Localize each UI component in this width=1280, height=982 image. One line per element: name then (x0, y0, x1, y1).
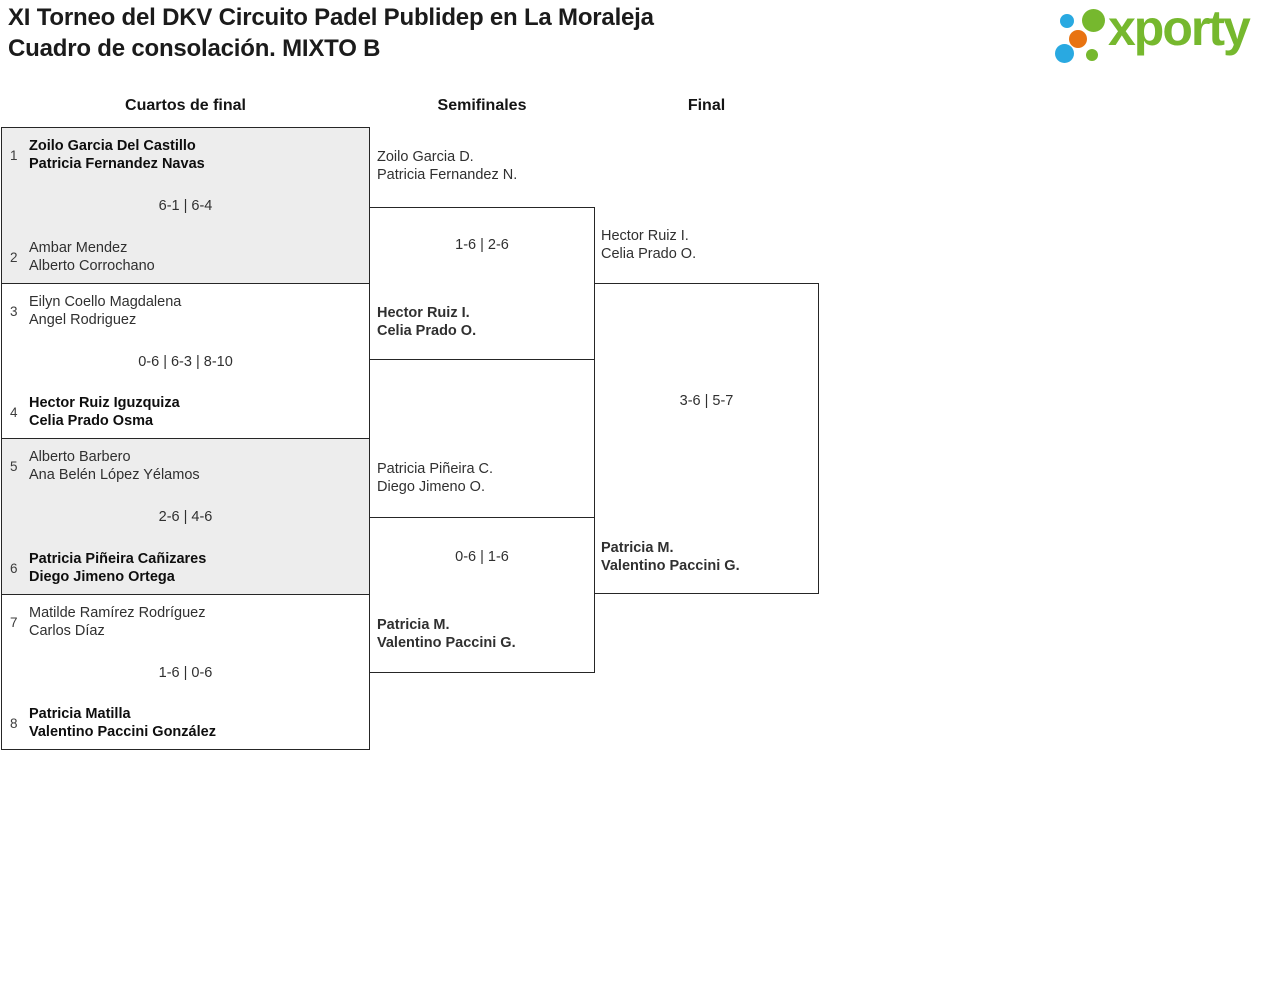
qf3-team-bottom: Patricia Piñeira Cañizares Diego Jimeno … (29, 550, 206, 586)
match-box-sf2 (369, 517, 595, 673)
sf1-score: 1-6 | 2-6 (455, 237, 509, 253)
player-name: Zoilo Garcia Del Castillo (29, 138, 196, 154)
final-team-bottom: Patricia M. Valentino Paccini G. (601, 539, 740, 575)
player-name: Patricia Fernandez N. (377, 167, 518, 183)
seed-number: 2 (10, 249, 18, 265)
round-header-semifinales: Semifinales (437, 97, 527, 114)
qf4-score: 1-6 | 0-6 (158, 664, 213, 681)
qf1-team-top: Zoilo Garcia Del Castillo Patricia Ferna… (29, 137, 205, 173)
qf3-team-top: Alberto Barbero Ana Belén López Yélamos (29, 448, 200, 484)
qf2-team-bottom-row: 4 Hector Ruiz Iguzquiza Celia Prado Osma (2, 394, 369, 430)
seed-number: 5 (10, 458, 18, 474)
sf1-team-top: Zoilo Garcia D. Patricia Fernandez N. (377, 148, 517, 184)
player-name: Celia Prado O. (377, 323, 477, 339)
match-box-qf1: 1 Zoilo Garcia Del Castillo Patricia Fer… (1, 127, 370, 284)
qf1-team-bottom: Ambar Mendez Alberto Corrochano (29, 239, 155, 275)
qf1-score: 6-1 | 6-4 (158, 198, 213, 214)
qf4-team-top: Matilde Ramírez Rodríguez Carlos Díaz (29, 604, 206, 640)
page-title: XI Torneo del DKV Circuito Padel Publide… (8, 2, 654, 64)
logo-dot-orange-icon (1069, 30, 1087, 48)
player-name: Patricia Piñeira C. (377, 461, 494, 477)
sf1-team-bottom: Hector Ruiz I. Celia Prado O. (377, 304, 476, 340)
qf2-score: 0-6 | 6-3 | 8-10 (138, 353, 233, 370)
player-name: Hector Ruiz Iguzquiza (29, 395, 180, 411)
player-name: Ana Belén López Yélamos (29, 467, 200, 483)
match-box-qf2: 3 Eilyn Coello Magdalena Angel Rodriguez… (1, 283, 370, 439)
logo-dot-green-large-icon (1082, 9, 1105, 32)
player-name: Zoilo Garcia D. (377, 149, 474, 165)
round-header-cuartos: Cuartos de final (125, 97, 246, 114)
player-name: Patricia Fernandez Navas (29, 156, 205, 172)
qf1-team-bottom-row: 2 Ambar Mendez Alberto Corrochano (2, 239, 369, 275)
logo-dot-blue-small-icon (1060, 14, 1074, 28)
player-name: Celia Prado O. (601, 246, 697, 262)
logo-dot-green-small-icon (1086, 49, 1098, 61)
qf2-team-bottom: Hector Ruiz Iguzquiza Celia Prado Osma (29, 394, 180, 430)
player-name: Eilyn Coello Magdalena (29, 294, 182, 310)
seed-number: 7 (10, 614, 18, 630)
player-name: Alberto Corrochano (29, 258, 155, 274)
match-box-final (594, 283, 819, 594)
final-team-top: Hector Ruiz I. Celia Prado O. (601, 227, 696, 263)
seed-number: 1 (10, 147, 18, 163)
player-name: Valentino Paccini González (29, 724, 216, 740)
final-score: 3-6 | 5-7 (679, 393, 734, 409)
player-name: Matilde Ramírez Rodríguez (29, 605, 206, 621)
sf2-score: 0-6 | 1-6 (455, 549, 509, 565)
player-name: Valentino Paccini G. (377, 635, 516, 651)
match-box-qf3: 5 Alberto Barbero Ana Belén López Yélamo… (1, 438, 370, 595)
qf4-team-bottom-row: 8 Patricia Matilla Valentino Paccini Gon… (2, 705, 369, 741)
player-name: Patricia M. (601, 540, 674, 556)
qf4-team-bottom: Patricia Matilla Valentino Paccini Gonzá… (29, 705, 216, 741)
sf2-team-top: Patricia Piñeira C. Diego Jimeno O. (377, 460, 493, 496)
player-name: Diego Jimeno O. (377, 479, 485, 495)
qf1-team-top-row: 1 Zoilo Garcia Del Castillo Patricia Fer… (2, 137, 369, 173)
player-name: Diego Jimeno Ortega (29, 569, 175, 585)
player-name: Hector Ruiz I. (377, 305, 470, 321)
page-title-line1: XI Torneo del DKV Circuito Padel Publide… (8, 4, 654, 31)
player-name: Patricia M. (377, 617, 450, 633)
player-name: Hector Ruiz I. (601, 228, 689, 244)
seed-number: 6 (10, 560, 18, 576)
player-name: Angel Rodriguez (29, 312, 137, 328)
page-title-line2: Cuadro de consolación. MIXTO B (8, 35, 381, 62)
qf3-team-bottom-row: 6 Patricia Piñeira Cañizares Diego Jimen… (2, 550, 369, 586)
player-name: Carlos Díaz (29, 623, 105, 639)
player-name: Valentino Paccini G. (601, 558, 740, 574)
player-name: Patricia Matilla (29, 706, 131, 722)
xporty-logo: xporty (1050, 0, 1280, 82)
player-name: Ambar Mendez (29, 240, 128, 256)
seed-number: 3 (10, 303, 18, 319)
qf2-team-top-row: 3 Eilyn Coello Magdalena Angel Rodriguez (2, 293, 369, 329)
sf2-team-bottom: Patricia M. Valentino Paccini G. (377, 616, 516, 652)
player-name: Celia Prado Osma (29, 413, 154, 429)
player-name: Alberto Barbero (29, 449, 131, 465)
seed-number: 4 (10, 404, 18, 420)
qf4-team-top-row: 7 Matilde Ramírez Rodríguez Carlos Díaz (2, 604, 369, 640)
xporty-logo-text: xporty (1108, 0, 1251, 56)
qf2-team-top: Eilyn Coello Magdalena Angel Rodriguez (29, 293, 181, 329)
seed-number: 8 (10, 715, 18, 731)
qf3-score: 2-6 | 4-6 (158, 509, 213, 525)
qf3-team-top-row: 5 Alberto Barbero Ana Belén López Yélamo… (2, 448, 369, 484)
match-box-qf4: 7 Matilde Ramírez Rodríguez Carlos Díaz … (1, 594, 370, 750)
logo-dot-blue-large-icon (1055, 44, 1074, 63)
player-name: Patricia Piñeira Cañizares (29, 551, 207, 567)
round-header-final: Final (687, 97, 726, 114)
